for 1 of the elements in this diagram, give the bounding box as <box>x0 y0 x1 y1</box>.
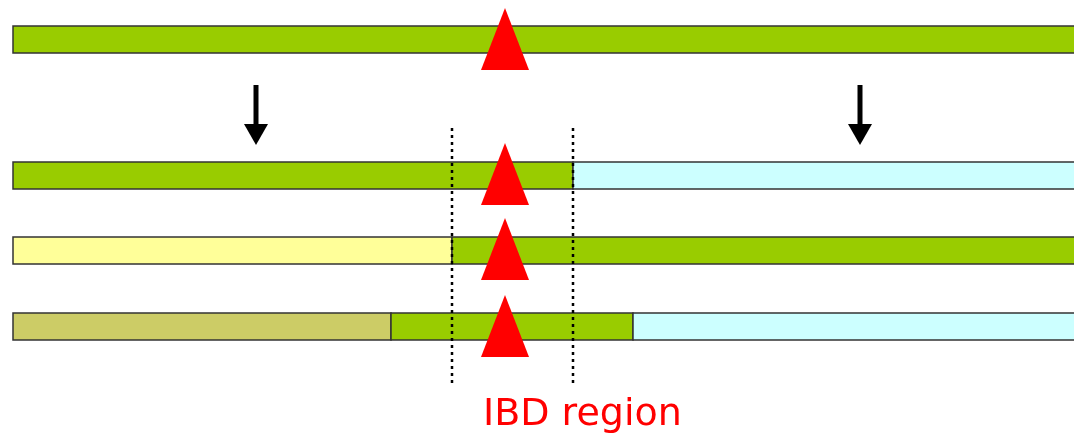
region-label: IBD region <box>483 392 682 434</box>
